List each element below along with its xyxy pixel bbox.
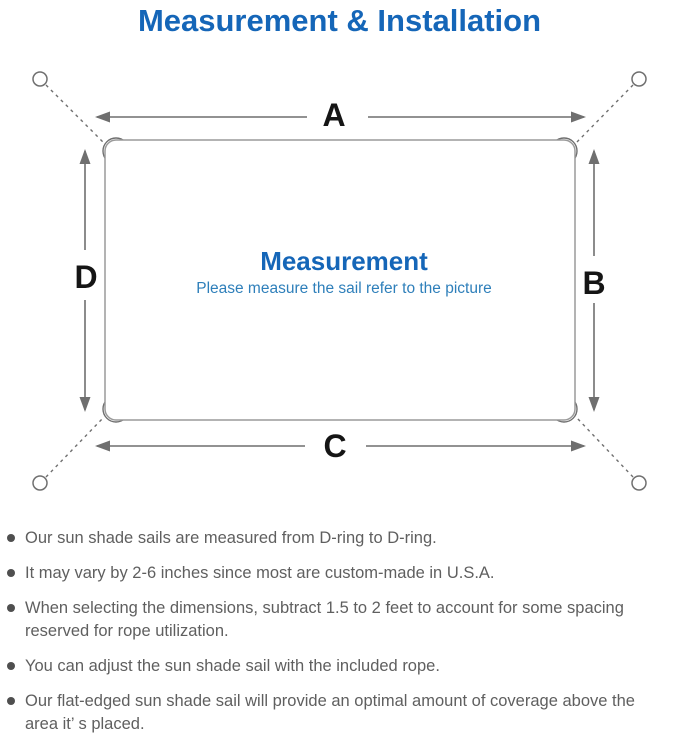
bullet-icon: [7, 662, 15, 670]
anchor-point-icon-bottom-left: [32, 475, 48, 491]
note-text: Our flat-edged sun shade sail will provi…: [25, 692, 635, 733]
list-item: Our sun shade sails are measured from D-…: [7, 527, 677, 550]
list-item: You can adjust the sun shade sail with t…: [7, 655, 677, 678]
list-item: When selecting the dimensions, subtract …: [7, 597, 677, 643]
bullet-icon: [7, 534, 15, 542]
sail-outline: [104, 139, 576, 421]
dimension-label-a: A: [322, 97, 345, 133]
anchor-point-icon-top-left: [32, 71, 48, 87]
sail-measurement-diagram: A C D B Measurement Please measure the s…: [32, 71, 647, 491]
anchor-point-icon-top-right: [631, 71, 647, 87]
note-text: It may vary by 2-6 inches since most are…: [25, 564, 495, 582]
note-text: When selecting the dimensions, subtract …: [25, 599, 624, 640]
page-title: Measurement & Installation: [137, 3, 542, 38]
notes-list: Our sun shade sails are measured from D-…: [7, 527, 677, 739]
note-text: Our sun shade sails are measured from D-…: [25, 529, 437, 547]
bullet-icon: [7, 569, 15, 577]
list-item: Our flat-edged sun shade sail will provi…: [7, 690, 677, 736]
bullet-icon: [7, 604, 15, 612]
dimension-label-d: D: [74, 259, 97, 295]
rope-line-top-left: [45, 84, 104, 143]
bullet-icon: [7, 697, 15, 705]
diagram-center-title: Measurement: [260, 246, 428, 276]
rope-line-bottom-left: [45, 417, 104, 478]
note-text: You can adjust the sun shade sail with t…: [25, 657, 440, 675]
list-item: It may vary by 2-6 inches since most are…: [7, 562, 677, 585]
rope-line-bottom-right: [576, 417, 634, 478]
diagram-center-subtitle: Please measure the sail refer to the pic…: [196, 280, 492, 297]
dimension-label-b: B: [582, 265, 605, 301]
dimension-label-c: C: [323, 428, 346, 464]
rope-line-top-right: [576, 84, 634, 143]
anchor-point-icon-bottom-right: [631, 475, 647, 491]
